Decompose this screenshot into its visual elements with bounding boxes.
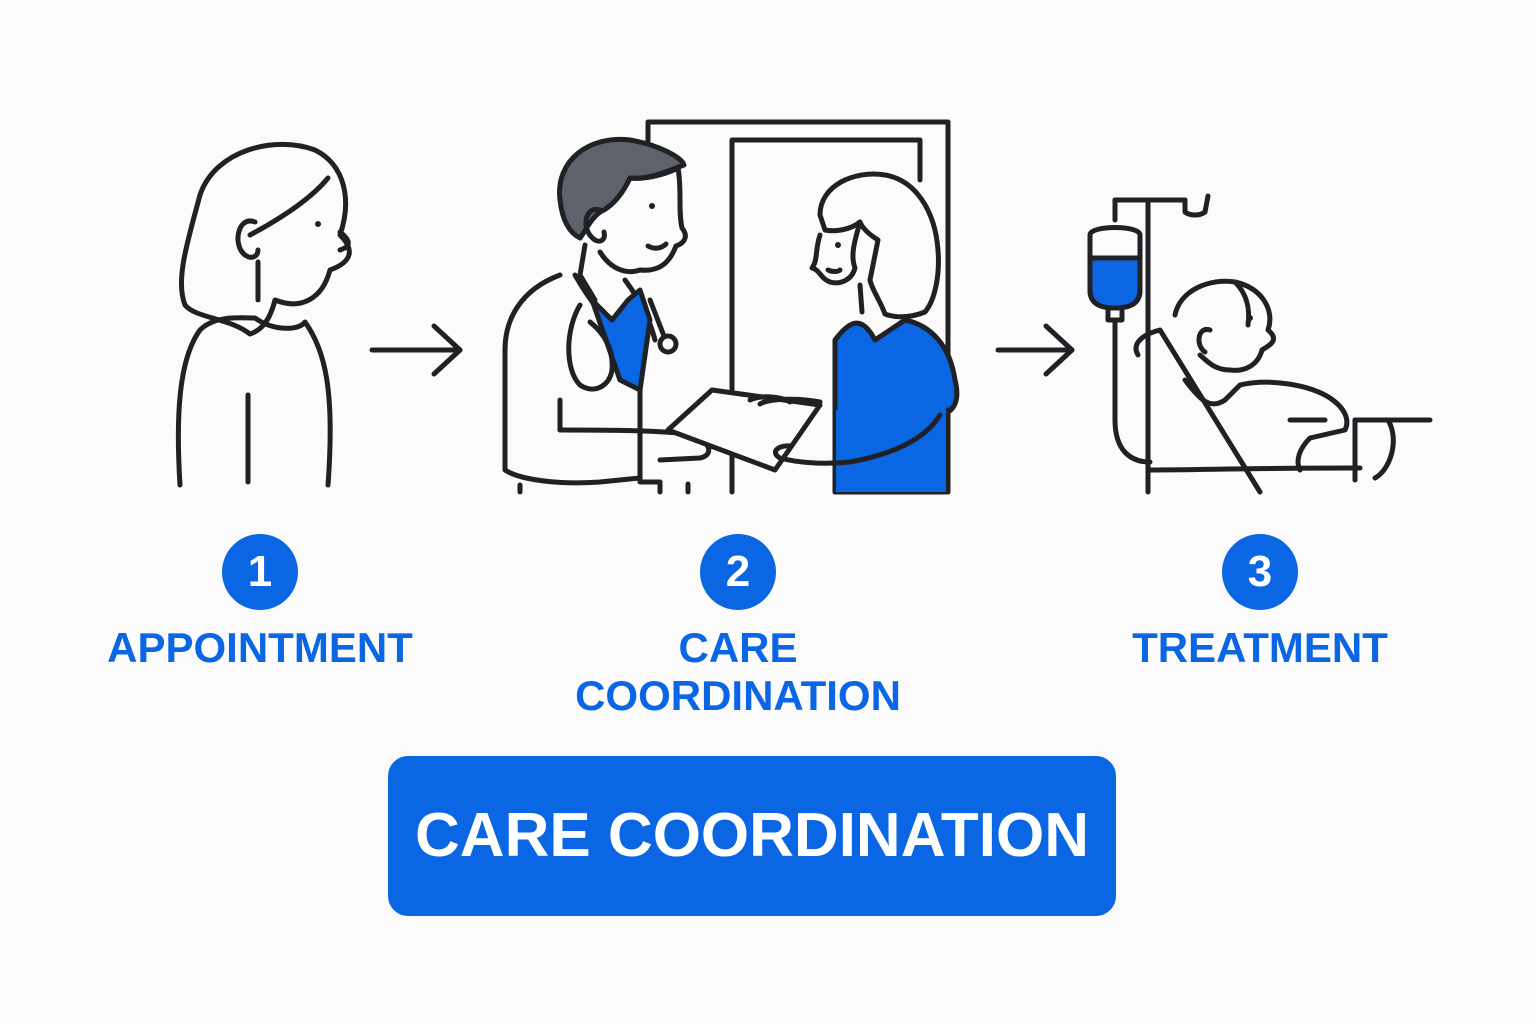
step-1-badge: 1: [222, 534, 298, 610]
woman-icon: [175, 141, 352, 488]
arrow-right-icon: [369, 323, 463, 377]
step-3-badge: 3: [1222, 534, 1298, 610]
doctor-icon: [502, 136, 712, 495]
step-2-label: CARE COORDINATION: [540, 624, 936, 720]
iv-drip-icon: [1087, 193, 1211, 495]
patient-woman-icon: [757, 171, 960, 495]
door-frame: [645, 119, 951, 495]
step-2-label-line-1: CARE: [678, 624, 798, 671]
step-3-label-line-1: TREATMENT: [1132, 624, 1388, 671]
patient-icon: [1172, 278, 1350, 473]
step-2-badge: 2: [700, 534, 776, 610]
hospital-bed-icon: [1133, 327, 1433, 495]
step-2-label-line-2: COORDINATION: [575, 672, 901, 719]
arrow-right-icon: [995, 323, 1075, 377]
care-coordination-banner[interactable]: CARE COORDINATION: [388, 756, 1116, 916]
step-3-label: TREATMENT: [1100, 624, 1420, 672]
step-1-label: APPOINTMENT: [90, 624, 430, 672]
step-1-label-line-1: APPOINTMENT: [107, 624, 413, 671]
